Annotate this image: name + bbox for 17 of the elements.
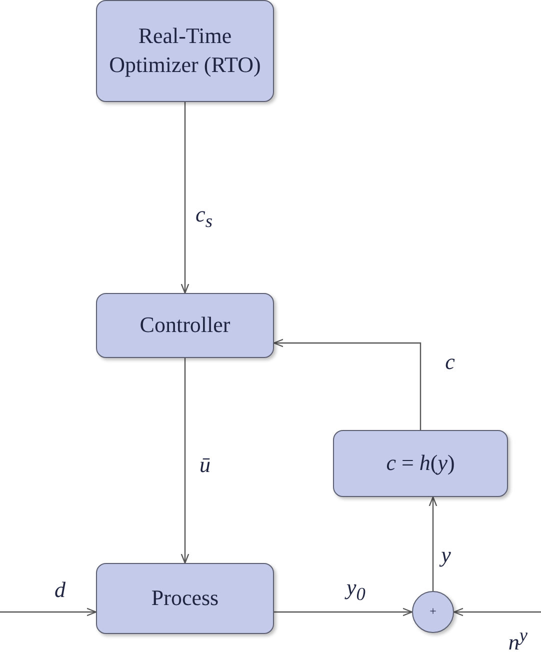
- process-box: [333, 430, 508, 497]
- box-label: Process: [150, 584, 220, 612]
- summing-junction: [412, 591, 454, 633]
- arrow: [428, 496, 438, 591]
- arrow: [180, 102, 190, 294]
- process-box: [96, 293, 274, 358]
- arrow: [180, 358, 190, 564]
- arrow: [0, 608, 97, 616]
- box-label: Controller: [138, 311, 232, 340]
- arrow: [453, 608, 541, 616]
- process-box: [96, 563, 274, 634]
- arrow: [273, 338, 422, 430]
- box-label: c = h(y): [385, 449, 456, 478]
- process-box: [96, 0, 274, 102]
- box-label: Real-Time Optimizer (RTO): [108, 22, 262, 79]
- plus-sign: +: [428, 604, 438, 620]
- arrow: [274, 608, 413, 616]
